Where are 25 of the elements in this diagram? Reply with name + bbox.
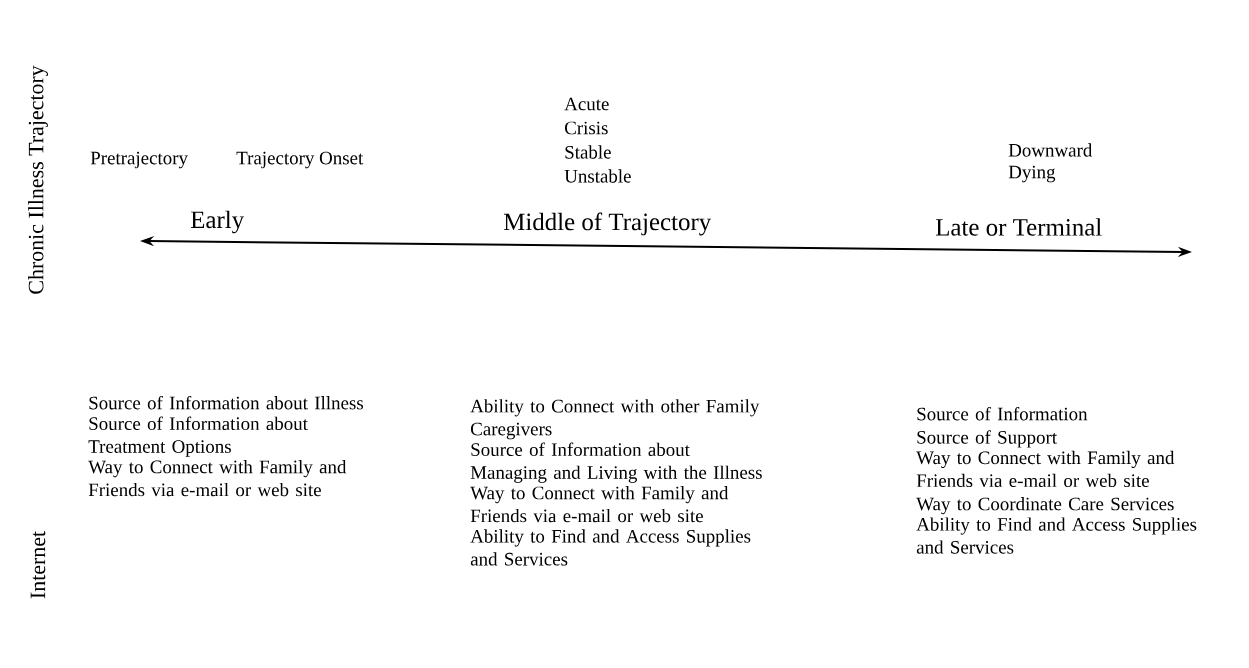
list-item: Ability to Connect with other Family Caregivers (470, 399, 760, 440)
stage-term: Acute (564, 97, 609, 111)
list-item: Way to Connect with Family and Friends via e-mail or web site (470, 486, 729, 523)
stage-term: Downward (1008, 143, 1093, 157)
stage-term: Unstable (564, 169, 631, 183)
list-item: Source of Information about Treatment Options (88, 416, 308, 457)
list-item: Source of Information (917, 406, 1088, 421)
list-item: Source of Support (917, 430, 1057, 448)
phase-label: Middle of Trajectory (503, 212, 712, 236)
stage-term: Dying (1008, 165, 1056, 183)
list-item: Ability to Find and Access Supplies and Services (916, 517, 1197, 554)
list-item: Source of Information about Managing and Living with the Illness (470, 442, 762, 483)
list-item: Way to Connect with Family and Friends via e-mail or web site (916, 450, 1175, 488)
list-item: Way to Connect with Family and Friends via e-mail or web site (88, 460, 347, 497)
phase-label: Late or Terminal (935, 218, 1102, 236)
axis-title: Internet (30, 531, 46, 599)
axis-title: Chronic Illness Trajectory (28, 65, 48, 294)
stage-term: Pretrajectory (90, 151, 188, 169)
list-item: Way to Coordinate Care Services (916, 497, 1174, 515)
stage-term: Trajectory Onset (236, 151, 364, 169)
list-item: Source of Information about Illness (89, 395, 363, 410)
stage-term: Stable (565, 145, 611, 159)
stage-term: Crisis (565, 121, 608, 135)
phase-label: Early (190, 210, 245, 234)
list-item: Ability to Find and Access Supplies and Services (470, 529, 751, 566)
